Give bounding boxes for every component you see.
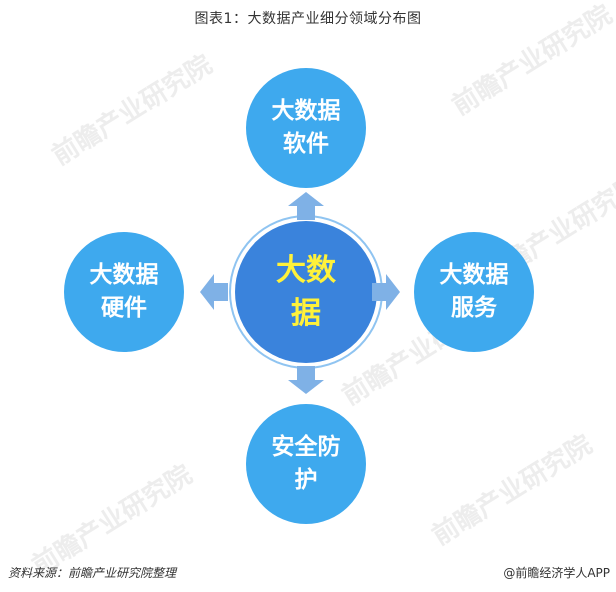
node-label-line1: 安全防 <box>271 433 341 460</box>
node-label-line2: 服务 <box>451 295 497 321</box>
node-security-protection: 安全防 护 <box>246 404 366 524</box>
node-big-data-service: 大数据 服务 <box>414 232 534 352</box>
node-big-data-hardware: 大数据 硬件 <box>64 232 184 352</box>
source-note: 资料来源：前瞻产业研究院整理 <box>8 566 177 580</box>
watermark: 前瞻产业研究院 <box>427 429 598 552</box>
arrow-left-icon <box>200 274 228 310</box>
center-label-line2: 据 <box>291 296 321 331</box>
arrow-right-icon <box>372 274 400 310</box>
node-big-data-center: 大数 据 <box>235 221 377 363</box>
node-label-line1: 大数据 <box>271 97 341 124</box>
node-label-line2: 软件 <box>283 131 329 157</box>
node-label-line2: 硬件 <box>101 295 147 321</box>
node-label-line1: 大数据 <box>89 261 159 288</box>
arrow-up-icon <box>288 192 324 220</box>
node-label-line1: 大数据 <box>439 261 509 288</box>
node-label-line2: 护 <box>294 467 318 493</box>
brand-credit: @前瞻经济学人APP <box>503 566 610 580</box>
center-label-line1: 大数 <box>276 252 336 288</box>
node-big-data-software: 大数据 软件 <box>246 68 366 188</box>
arrow-down-icon <box>288 366 324 394</box>
watermark: 前瞻产业研究院 <box>47 49 218 172</box>
diagram-title: 图表1：大数据产业细分领域分布图 <box>194 11 422 27</box>
